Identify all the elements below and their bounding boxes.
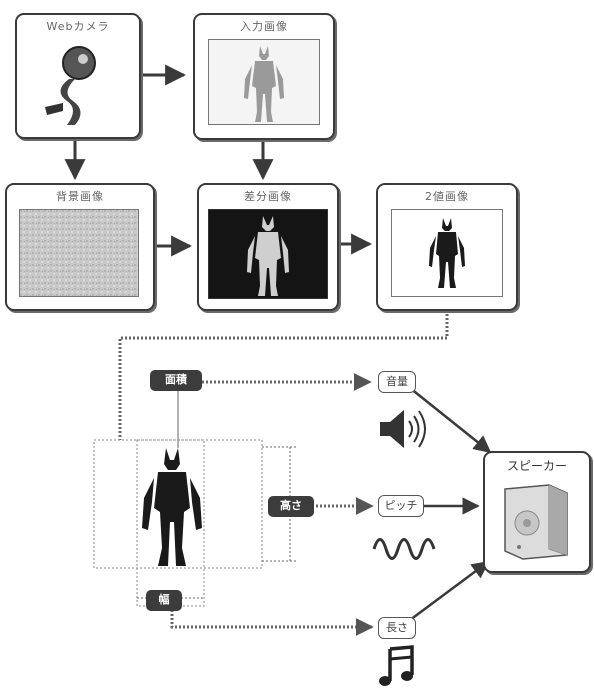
height-tag: 高さ [268,496,314,517]
binary-image-box: 2値画像 [376,183,518,311]
speaker-box: スピーカー [483,451,591,573]
sine-wave-icon [372,538,436,560]
background-image-title: 背景画像 [56,190,104,203]
arrow-width-to-length [170,610,374,636]
width-tag: 幅 [146,590,182,611]
feature-arrows [170,373,374,636]
dotted-connector-binary-to-analysis [118,310,449,440]
difference-image-box: 差分画像 [197,183,339,311]
figure-light-icon [247,216,289,296]
length-label: 長さ [378,617,416,639]
background-image-box: 背景画像 [5,183,155,311]
webcam-title: Webカメラ [46,20,110,33]
difference-image-frame [208,209,328,299]
background-image-frame [19,209,139,297]
webcam-box: Webカメラ [15,13,141,139]
area-tag: 面積 [150,370,202,391]
speaker-device-icon [504,484,568,560]
figure-black-icon [429,218,465,288]
figure-gray-icon [244,46,284,122]
webcam-icon [45,46,96,125]
silhouette-figure [142,448,202,566]
difference-image-title: 差分画像 [244,190,292,203]
speaker-arrows [409,387,492,622]
binary-image-title: 2値画像 [425,190,469,203]
arrow-length-to-speaker [409,560,490,622]
input-image-frame [208,39,320,125]
arrow-volume-to-speaker [409,387,492,454]
speaker-volume-icon [380,410,426,448]
pipeline-arrows [64,64,373,257]
volume-label: 音量 [378,371,416,393]
input-image-box: 入力画像 [193,13,335,140]
speaker-title: スピーカー [506,459,567,473]
music-note-icon [379,645,414,686]
input-image-title: 入力画像 [240,20,288,33]
pitch-label: ピッチ [378,495,424,517]
binary-image-frame [391,209,503,297]
